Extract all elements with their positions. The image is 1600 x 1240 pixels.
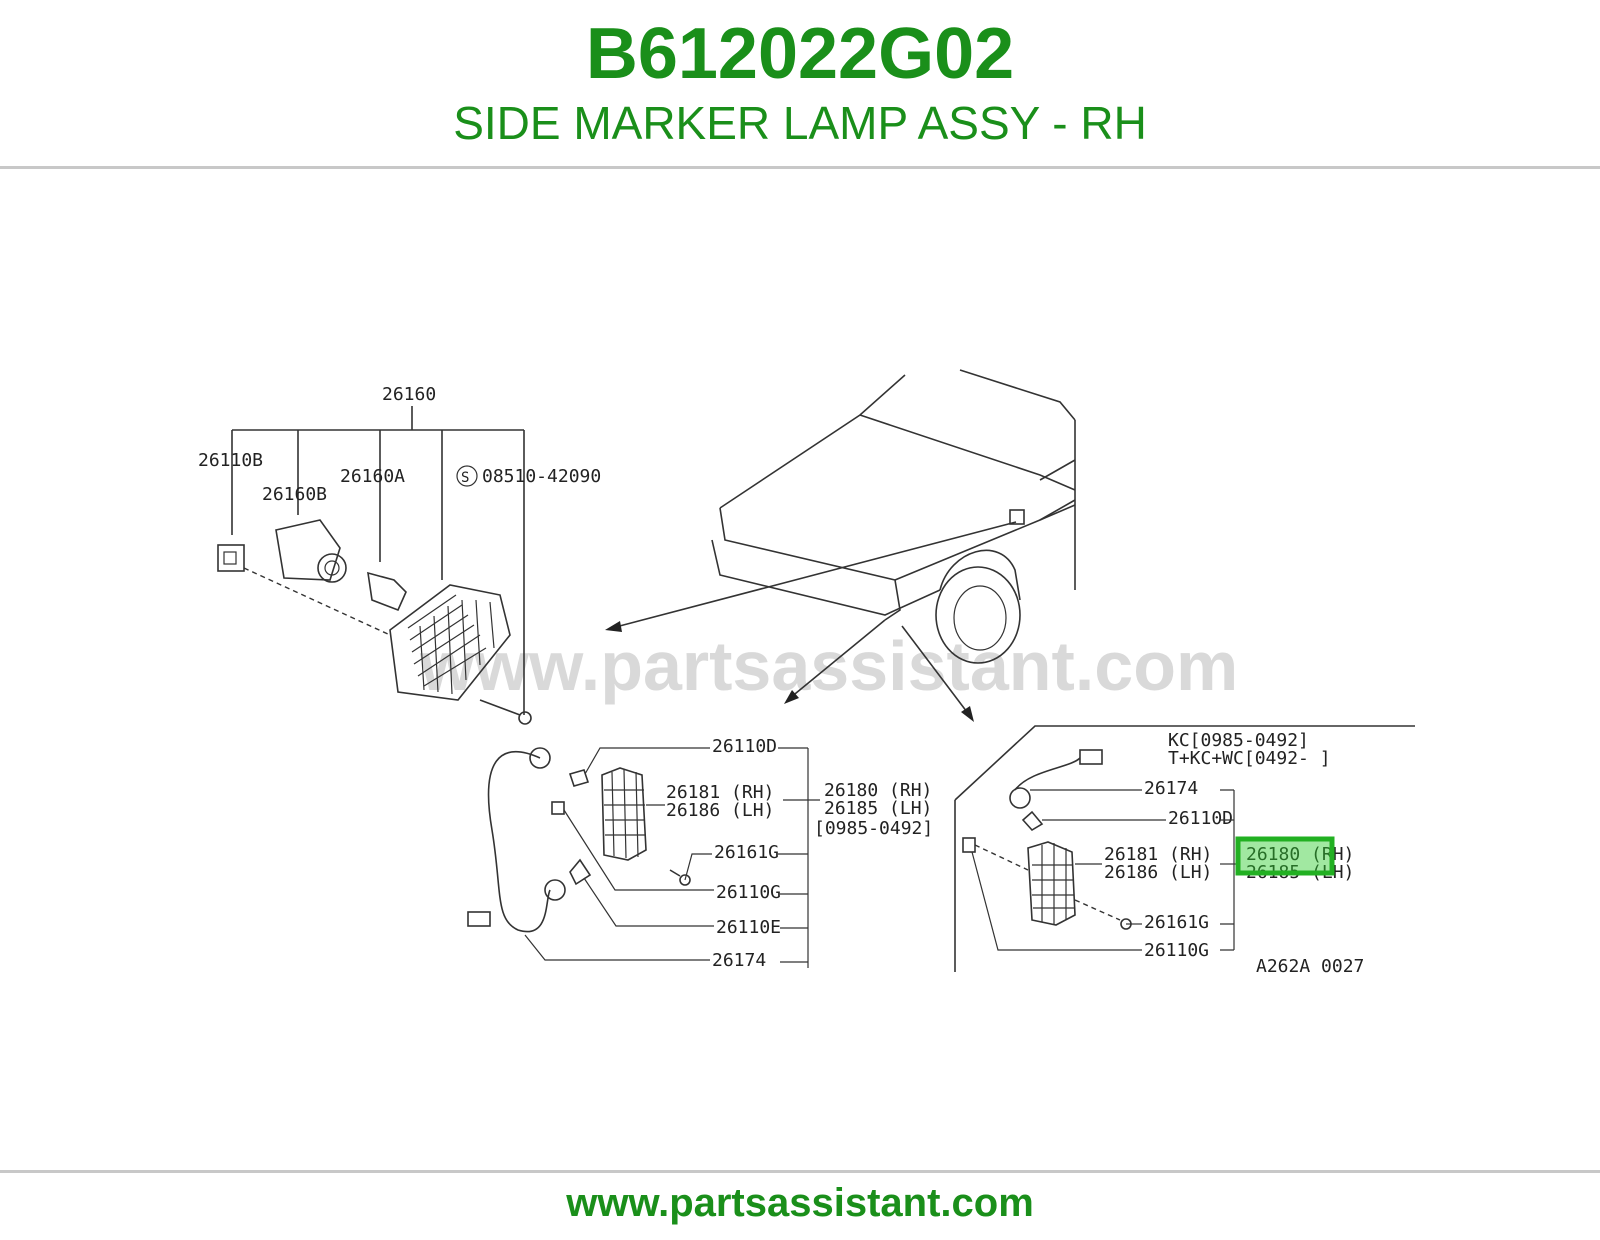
pointer-arrows [605, 521, 1017, 722]
lens-26181-b-icon [1027, 841, 1076, 926]
header-divider [0, 166, 1600, 169]
label-26180-a[interactable]: 26180 (RH) [824, 780, 932, 801]
lens-26160-icon [389, 584, 511, 701]
label-26160B[interactable]: 26160B [262, 484, 327, 505]
part-number-title: B612022G02 [585, 14, 1015, 94]
illustration-code: A262A 0027 [1256, 956, 1364, 977]
label-26110G-a[interactable]: 26110G [716, 882, 781, 903]
lens-26181-a-icon [601, 767, 647, 861]
label-26160[interactable]: 26160 [382, 384, 436, 405]
bulb-26110E-icon [569, 858, 592, 886]
parts-diagram: www.partsassistant.com 26160 26110B 2616… [180, 330, 1420, 1010]
label-26110B[interactable]: 26110B [198, 450, 263, 471]
screw-symbol: S [461, 470, 469, 486]
assembly-line-right [974, 844, 1029, 871]
label-26110G-b[interactable]: 26110G [1144, 940, 1209, 961]
socket-26110G-a-icon [551, 801, 565, 815]
label-26181-b[interactable]: 26181 (RH) [1104, 844, 1212, 865]
footer-divider [0, 1170, 1600, 1173]
leader-26110G-a [563, 809, 714, 891]
screw-08510-icon [479, 699, 532, 725]
leader-26174-a [524, 934, 710, 961]
label-26174-a[interactable]: 26174 [712, 950, 766, 971]
bracket-lower-left [778, 747, 809, 968]
part-name-subtitle: SIDE MARKER LAMP ASSY - RH [453, 97, 1147, 149]
bulb-26160A-icon [367, 571, 407, 612]
bulb-26110D-a-icon [568, 769, 590, 787]
label-26186-a[interactable]: 26186 (LH) [666, 800, 774, 821]
socket-26110B-icon [217, 544, 245, 572]
socket-26160B-icon [275, 519, 347, 583]
label-range-a: [0985-0492] [814, 818, 933, 839]
screw-symbol-circle [456, 465, 478, 487]
leader-26160 [231, 406, 525, 715]
screw-26161G-a-icon [669, 869, 691, 886]
bracket-lower-right [1220, 789, 1235, 951]
wire-harness-26174-icon [467, 747, 566, 933]
label-26185-a[interactable]: 26185 (LH) [824, 798, 932, 819]
label-26110E[interactable]: 26110E [716, 917, 781, 938]
footer-url[interactable]: www.partsassistant.com [566, 1181, 1034, 1225]
panel-frame-right [954, 725, 1415, 801]
label-26160A[interactable]: 26160A [340, 466, 405, 487]
label-26161G-b[interactable]: 26161G [1144, 912, 1209, 933]
label-26180-b[interactable]: 26180 (RH) [1246, 844, 1354, 865]
screw-26161G-b-icon [1074, 899, 1132, 930]
label-26181-a[interactable]: 26181 (RH) [666, 782, 774, 803]
wire-harness-26174-b-icon [1009, 749, 1103, 809]
leader-26110D-a [584, 747, 710, 775]
label-26174-b[interactable]: 26174 [1144, 778, 1198, 799]
label-26186-b[interactable]: 26186 (LH) [1104, 862, 1212, 883]
leader-26110G-b [971, 851, 1142, 951]
label-26110D-b[interactable]: 26110D [1168, 808, 1233, 829]
bulb-26110D-b-icon [1021, 810, 1044, 832]
label-08510-42090[interactable]: 08510-42090 [482, 466, 601, 487]
leader-26161G-a [684, 853, 712, 881]
label-26161G-a[interactable]: 26161G [714, 842, 779, 863]
label-variant-2: T+KC+WC[0492- ] [1168, 748, 1331, 769]
label-variant-1: KC[0985-0492] [1168, 730, 1309, 751]
parts-diagram-svg: www.partsassistant.com 26160 26110B 2616… [198, 369, 1415, 977]
socket-26110G-b-icon [962, 837, 976, 853]
leader-26110E [583, 877, 714, 927]
highlight-26180-rh[interactable] [1235, 836, 1335, 876]
vehicle-sketch [711, 369, 1076, 664]
label-26110D-a[interactable]: 26110D [712, 736, 777, 757]
